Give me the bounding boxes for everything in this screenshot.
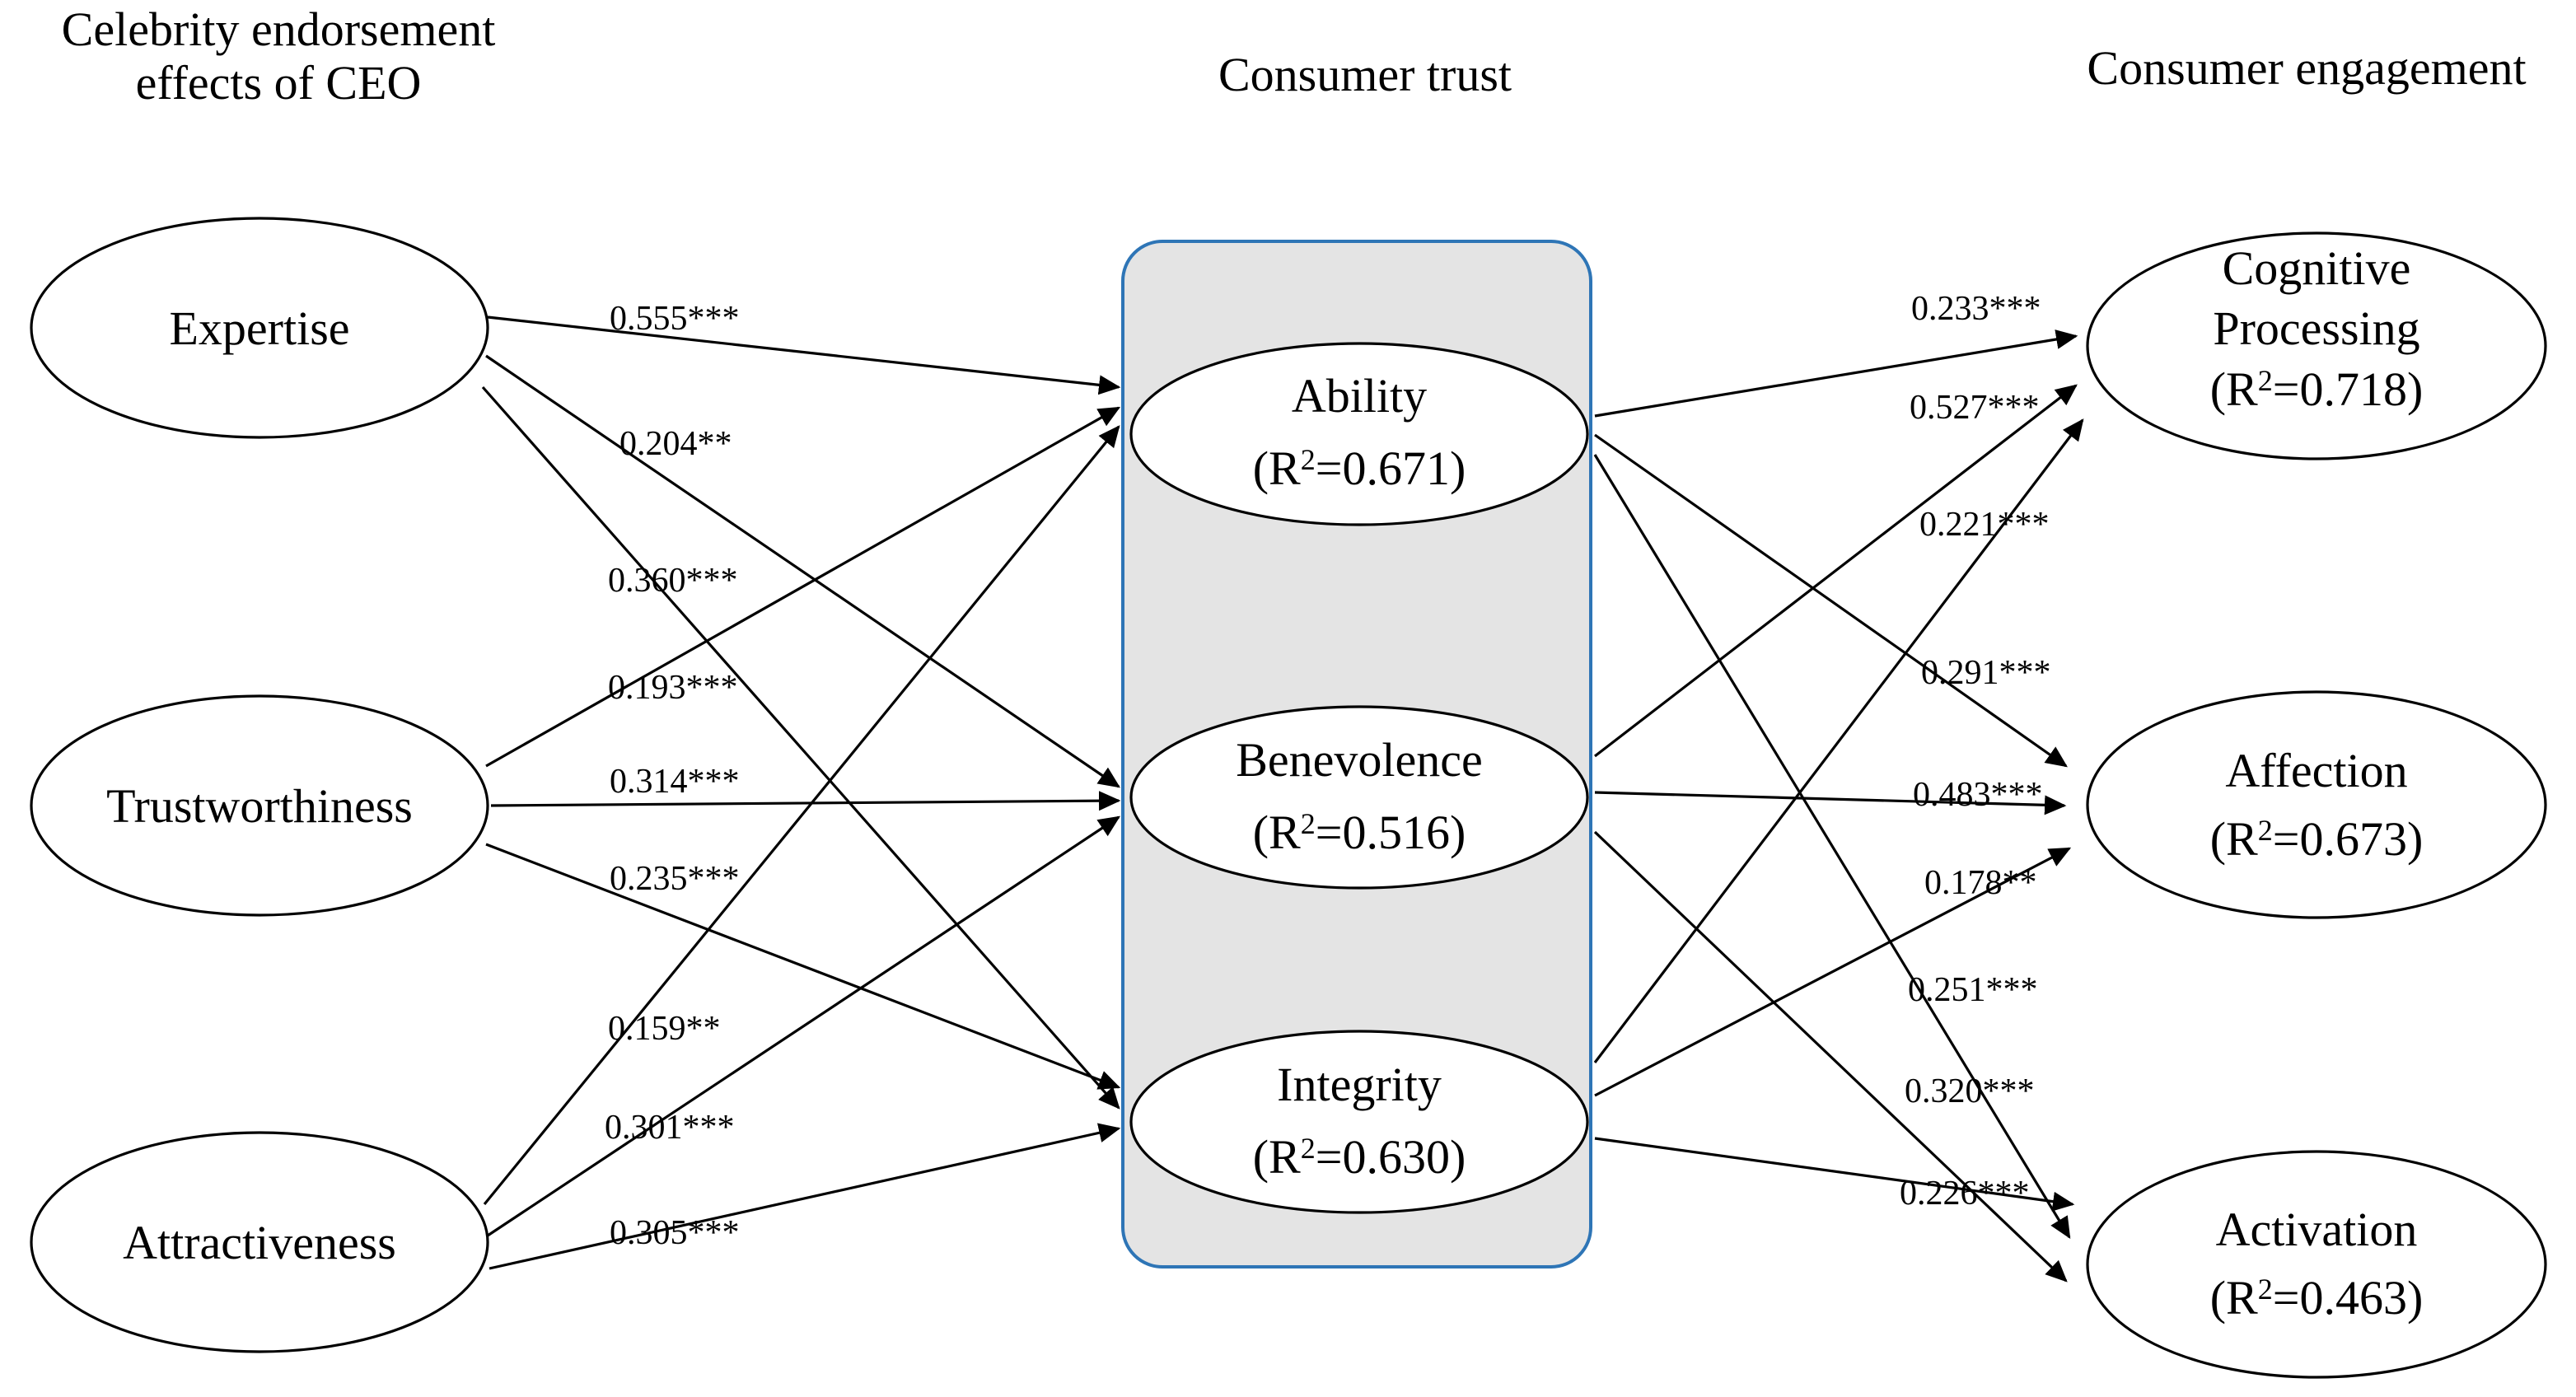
path-attractiveness-benevolence (487, 815, 1121, 1237)
path-expertise-ability (487, 315, 1121, 395)
path-benevolence-affection (1594, 791, 2067, 815)
node-trustworthiness-label: Trustworthiness (106, 779, 413, 833)
node-affection-r2: (R2=0.673) (2210, 812, 2424, 866)
path-benevolence-cognitive (1594, 384, 2078, 758)
path-benevolence-activation (1593, 830, 2068, 1283)
group-title-right: Consumer engagement (2087, 41, 2526, 95)
coef-expertise-ability: 0.555*** (610, 300, 740, 338)
group-title-left-line1: Celebrity endorsement (62, 2, 496, 56)
path-trustworthiness-integrity (485, 843, 1121, 1090)
node-activation-label: Activation (2216, 1203, 2418, 1256)
node-ability-r2: (R2=0.671) (1253, 442, 1466, 495)
coef-benevolence-affection: 0.483*** (1913, 776, 2043, 814)
coef-trustworthiness-benevolence: 0.314*** (610, 763, 740, 801)
node-cognitive-r2: (R2=0.718) (2210, 362, 2424, 416)
coef-ability-activation: 0.251*** (1908, 971, 2038, 1009)
coef-attractiveness-ability: 0.159** (608, 1010, 721, 1048)
node-trustworthiness[interactable]: Trustworthiness (30, 694, 489, 917)
coef-integrity-affection: 0.178** (1924, 864, 2037, 902)
node-benevolence-r2: (R2=0.516) (1253, 806, 1466, 859)
node-affection[interactable]: Affection (R2=0.673) (2086, 690, 2547, 919)
node-integrity-label: Integrity (1277, 1058, 1442, 1111)
path-trustworthiness-benevolence (490, 791, 1121, 811)
coef-expertise-integrity: 0.360*** (608, 562, 738, 600)
path-ability-affection (1594, 433, 2068, 768)
node-cognitive-processing[interactable]: Cognitive Processing (R2=0.718) (2086, 231, 2547, 460)
node-expertise[interactable]: Expertise (30, 217, 489, 439)
node-attractiveness[interactable]: Attractiveness (30, 1131, 489, 1353)
coef-benevolence-activation: 0.320*** (1905, 1072, 2035, 1110)
coef-integrity-cognitive: 0.221*** (1919, 506, 2050, 544)
node-ability-label: Ability (1292, 369, 1427, 423)
path-ability-activation (1593, 454, 2071, 1240)
node-affection-label: Affection (2225, 744, 2407, 797)
coef-ability-affection: 0.291*** (1921, 654, 2051, 692)
path-expertise-benevolence (485, 354, 1120, 788)
coef-integrity-activation: 0.226*** (1900, 1175, 2030, 1212)
coef-benevolence-cognitive: 0.527*** (1910, 389, 2040, 427)
node-attractiveness-label: Attractiveness (123, 1216, 396, 1269)
coef-expertise-benevolence: 0.204** (619, 425, 732, 463)
node-activation[interactable]: Activation (R2=0.463) (2086, 1150, 2547, 1379)
node-cognitive-label-line1: Cognitive (2223, 241, 2411, 295)
node-ability[interactable]: Ability (R2=0.671) (1129, 342, 1589, 526)
path-integrity-activation (1594, 1137, 2075, 1212)
node-cognitive-label-line2: Processing (2213, 301, 2419, 355)
path-attractiveness-ability (483, 425, 1120, 1206)
node-benevolence-label: Benevolence (1236, 733, 1483, 787)
path-expertise-integrity (481, 385, 1120, 1110)
coef-attractiveness-benevolence: 0.301*** (605, 1109, 735, 1147)
group-title-left-line2: effects of CEO (136, 56, 422, 110)
path-trustworthiness-ability (485, 406, 1121, 768)
node-integrity[interactable]: Integrity (R2=0.630) (1129, 1030, 1589, 1214)
path-attractiveness-integrity (489, 1123, 1121, 1270)
group-title-center: Consumer trust (1218, 48, 1512, 101)
path-integrity-cognitive (1593, 418, 2084, 1063)
path-integrity-affection (1594, 847, 2072, 1097)
coef-attractiveness-integrity: 0.305*** (610, 1214, 740, 1252)
node-benevolence[interactable]: Benevolence (R2=0.516) (1129, 705, 1589, 890)
node-expertise-label: Expertise (169, 301, 349, 355)
coef-trustworthiness-ability: 0.193*** (608, 669, 738, 707)
node-integrity-r2: (R2=0.630) (1253, 1130, 1466, 1184)
path-ability-cognitive (1594, 329, 2078, 418)
coef-ability-cognitive: 0.233*** (1911, 290, 2041, 328)
coef-trustworthiness-integrity: 0.235*** (610, 860, 740, 898)
node-activation-r2: (R2=0.463) (2210, 1271, 2424, 1325)
